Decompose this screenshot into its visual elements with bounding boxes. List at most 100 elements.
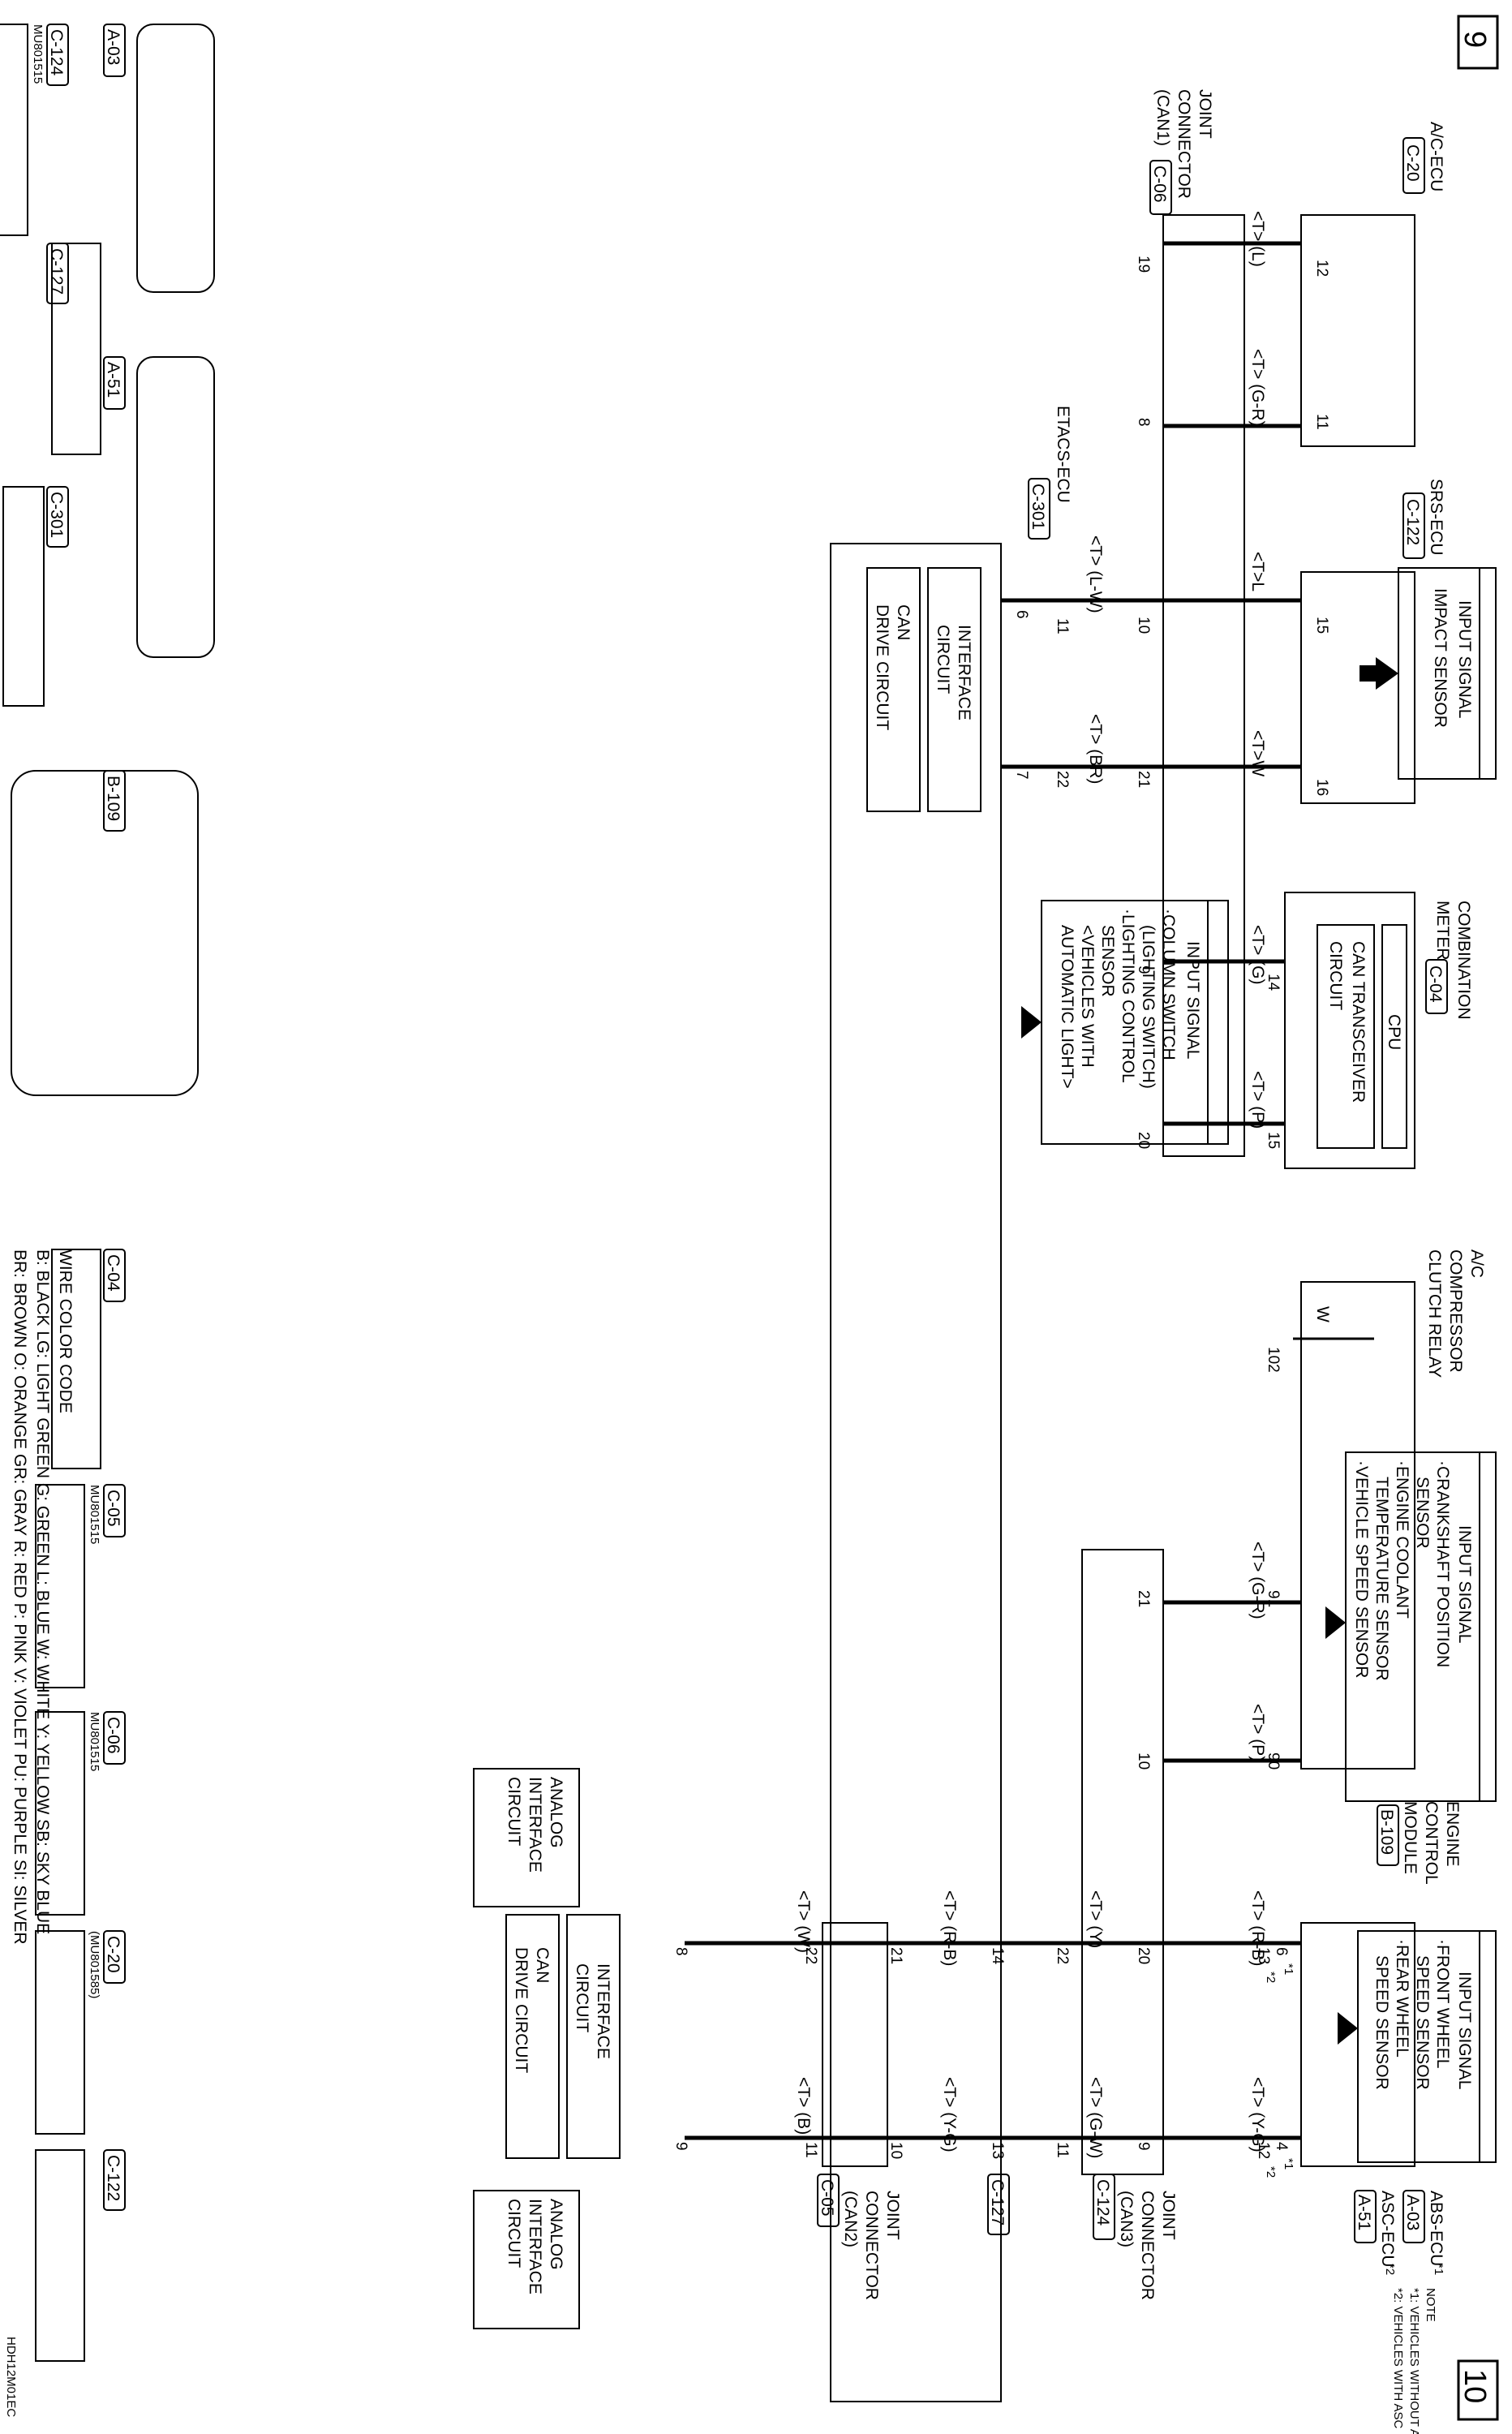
- svg-text:<T> (Y-G): <T> (Y-G): [940, 2077, 959, 2152]
- svg-text:22: 22: [1054, 771, 1071, 788]
- svg-text:INPUT SIGNAL: INPUT SIGNAL: [1455, 1525, 1474, 1643]
- svg-text:INTERFACE: INTERFACE: [526, 2199, 544, 2294]
- svg-text:COMPRESSOR: COMPRESSOR: [1446, 1249, 1465, 1373]
- svg-text:MODULE: MODULE: [1401, 1801, 1420, 1874]
- svg-text:10: 10: [887, 2142, 904, 2159]
- svg-text:·COLUMN SWITCH: ·COLUMN SWITCH: [1159, 909, 1178, 1060]
- svg-text:20: 20: [1135, 1947, 1152, 1964]
- connector-view-c05: C-05 MU801515: [35, 1484, 126, 1688]
- svg-text:<T>W: <T>W: [1248, 730, 1267, 776]
- svg-text:ANALOG: ANALOG: [547, 2199, 565, 2270]
- svg-text:6: 6: [1013, 610, 1030, 619]
- svg-text:21: 21: [1135, 1590, 1152, 1607]
- etacs-lower-circuits: 8 9 INTERFACE CIRCUIT CAN DRIVE CIRCUIT …: [473, 1768, 689, 2329]
- svg-text:C-127: C-127: [47, 248, 66, 295]
- svg-text:ABS-ECU: ABS-ECU: [1427, 2191, 1445, 2266]
- svg-text:(CAN1): (CAN1): [1153, 89, 1172, 146]
- svg-text:<T> (G-R): <T> (G-R): [1248, 349, 1267, 427]
- c127-junction: 14 13 C-127: [987, 1947, 1010, 2235]
- svg-text:·VEHICLE SPEED SENSOR: ·VEHICLE SPEED SENSOR: [1352, 1460, 1371, 1678]
- svg-text:<T> (L-W): <T> (L-W): [1086, 535, 1105, 613]
- svg-text:CIRCUIT: CIRCUIT: [573, 1963, 591, 2032]
- svg-text:11: 11: [802, 2142, 819, 2158]
- svg-text:<T> (G): <T> (G): [1248, 925, 1267, 985]
- svg-text:ENGINE: ENGINE: [1443, 1801, 1462, 1867]
- svg-text:(CAN2): (CAN2): [841, 2191, 860, 2247]
- svg-text:C-301: C-301: [1029, 484, 1047, 530]
- svg-text:CIRCUIT: CIRCUIT: [934, 625, 952, 694]
- svg-text:DRIVE CIRCUIT: DRIVE CIRCUIT: [873, 604, 891, 730]
- svg-text:C-122: C-122: [104, 2155, 122, 2201]
- svg-text:<T> (B): <T> (B): [794, 2077, 813, 2135]
- svg-text:11: 11: [1313, 414, 1330, 430]
- svg-text:<T> (P): <T> (P): [1248, 1704, 1267, 1761]
- svg-text:CAN: CAN: [533, 1947, 552, 1983]
- svg-text:<T> (G-R): <T> (G-R): [1248, 1542, 1267, 1619]
- svg-text:METER: METER: [1433, 901, 1452, 961]
- svg-text:<T>L: <T>L: [1248, 552, 1267, 591]
- svg-text:9: 9: [1135, 965, 1152, 974]
- svg-text:<T> (Y): <T> (Y): [1086, 1890, 1105, 1948]
- svg-text:*1: VEHICLES WITHOUT ASC: *1: VEHICLES WITHOUT ASC: [1407, 2288, 1421, 2434]
- svg-text:·CRANKSHAFT POSITION: ·CRANKSHAFT POSITION: [1433, 1460, 1452, 1667]
- svg-text:<T> (W): <T> (W): [794, 1890, 813, 1953]
- svg-text:CAN: CAN: [894, 604, 913, 640]
- svg-text:IMPACT SENSOR: IMPACT SENSOR: [1431, 588, 1450, 728]
- svg-text:·FRONT WHEEL: ·FRONT WHEEL: [1433, 1939, 1452, 2068]
- svg-text:A/C: A/C: [1467, 1249, 1486, 1278]
- connector-view-a51: A-51: [103, 356, 215, 658]
- connector-views: C-124 MU801515 A-03 C-127 A-51 C: [0, 24, 215, 2362]
- ecm-wire-labels: <T> (G-R) <T> (P) 21 10: [1135, 1542, 1267, 1770]
- svg-text:*2: *2: [1264, 1972, 1278, 1983]
- svg-text:A/C-ECU: A/C-ECU: [1427, 122, 1445, 191]
- connector-view-c04: C-04: [51, 1249, 126, 1469]
- svg-text:NOTE: NOTE: [1424, 2288, 1437, 2322]
- svg-text:*1: *1: [1282, 1963, 1295, 1975]
- svg-text:<T> (R-B): <T> (R-B): [1248, 1890, 1267, 1966]
- connector-view-c124: C-124 MU801515: [0, 24, 69, 236]
- svg-text:13: 13: [989, 2142, 1006, 2159]
- svg-text:*2: VEHICLES WITH ASC: *2: VEHICLES WITH ASC: [1391, 2288, 1405, 2429]
- abs-wires: [960, 1941, 1301, 2140]
- svg-text:CONTROL: CONTROL: [1422, 1801, 1441, 1885]
- svg-text:TEMPERATURE SENSOR: TEMPERATURE SENSOR: [1372, 1477, 1391, 1681]
- svg-text:(MU801585): (MU801585): [88, 1931, 101, 1998]
- svg-text:15: 15: [1265, 1132, 1282, 1149]
- connector-view-c127: C-127: [46, 243, 101, 455]
- svg-text:A-51: A-51: [104, 362, 122, 398]
- figure-code: HDH12M01EC: [4, 2337, 18, 2417]
- svg-text:22: 22: [802, 1947, 819, 1964]
- svg-text:SPEED SENSOR: SPEED SENSOR: [1372, 1955, 1391, 2090]
- srs-ecu-block: SRS-ECU C-122 15 16: [1300, 479, 1445, 804]
- svg-text:C-06: C-06: [104, 1717, 122, 1754]
- ac-ecu-block: A/C-ECU C-20 12 11: [1300, 122, 1445, 447]
- svg-text:C-124: C-124: [47, 29, 66, 76]
- svg-text:CIRCUIT: CIRCUIT: [505, 1777, 523, 1846]
- svg-text:·LIGHTING CONTROL: ·LIGHTING CONTROL: [1119, 909, 1137, 1083]
- svg-text:CIRCUIT: CIRCUIT: [1326, 941, 1345, 1010]
- svg-text:14: 14: [1265, 974, 1282, 991]
- svg-text:7: 7: [1013, 771, 1030, 780]
- svg-text:11: 11: [1054, 618, 1071, 634]
- joint-connector-can2: JOINT CONNECTOR (CAN2) C-05 21 10 22 11: [802, 1922, 904, 2300]
- svg-text:INPUT SIGNAL: INPUT SIGNAL: [1183, 941, 1202, 1059]
- connector-view-b109: B-109: [11, 770, 199, 1096]
- svg-text:CPU: CPU: [1385, 1014, 1403, 1050]
- input-signal-crankshaft: INPUT SIGNAL ·CRANKSHAFT POSITION SENSOR…: [1325, 1451, 1497, 1802]
- connector-view-c06: C-06 MU801515: [35, 1711, 126, 1916]
- svg-text:B-109: B-109: [1377, 1809, 1396, 1855]
- svg-text:B: BLACK LG: LIGHT GREEN G: B: BLACK LG: LIGHT GREEN G: GREEN L: BLU…: [33, 1249, 52, 1934]
- svg-text:<T> (R-B): <T> (R-B): [940, 1890, 959, 1966]
- svg-text:SENSOR: SENSOR: [1413, 1477, 1432, 1549]
- svg-text:INTERFACE: INTERFACE: [526, 1777, 544, 1873]
- svg-text:·ENGINE COOLANT: ·ENGINE COOLANT: [1393, 1460, 1411, 1619]
- input-signal-wheel-speed: INPUT SIGNAL ·FRONT WHEEL SPEED SENSOR ·…: [1338, 1930, 1497, 2163]
- svg-text:INPUT SIGNAL: INPUT SIGNAL: [1455, 600, 1474, 718]
- svg-text:SRS-ECU: SRS-ECU: [1427, 479, 1445, 556]
- svg-text:14: 14: [989, 1947, 1006, 1965]
- svg-text:CIRCUIT: CIRCUIT: [505, 2199, 523, 2268]
- svg-text:*1: *1: [1432, 2264, 1445, 2275]
- svg-text:·REAR WHEEL: ·REAR WHEEL: [1393, 1939, 1411, 2058]
- svg-text:A-03: A-03: [1403, 2195, 1422, 2230]
- svg-text:INTERFACE: INTERFACE: [955, 625, 973, 720]
